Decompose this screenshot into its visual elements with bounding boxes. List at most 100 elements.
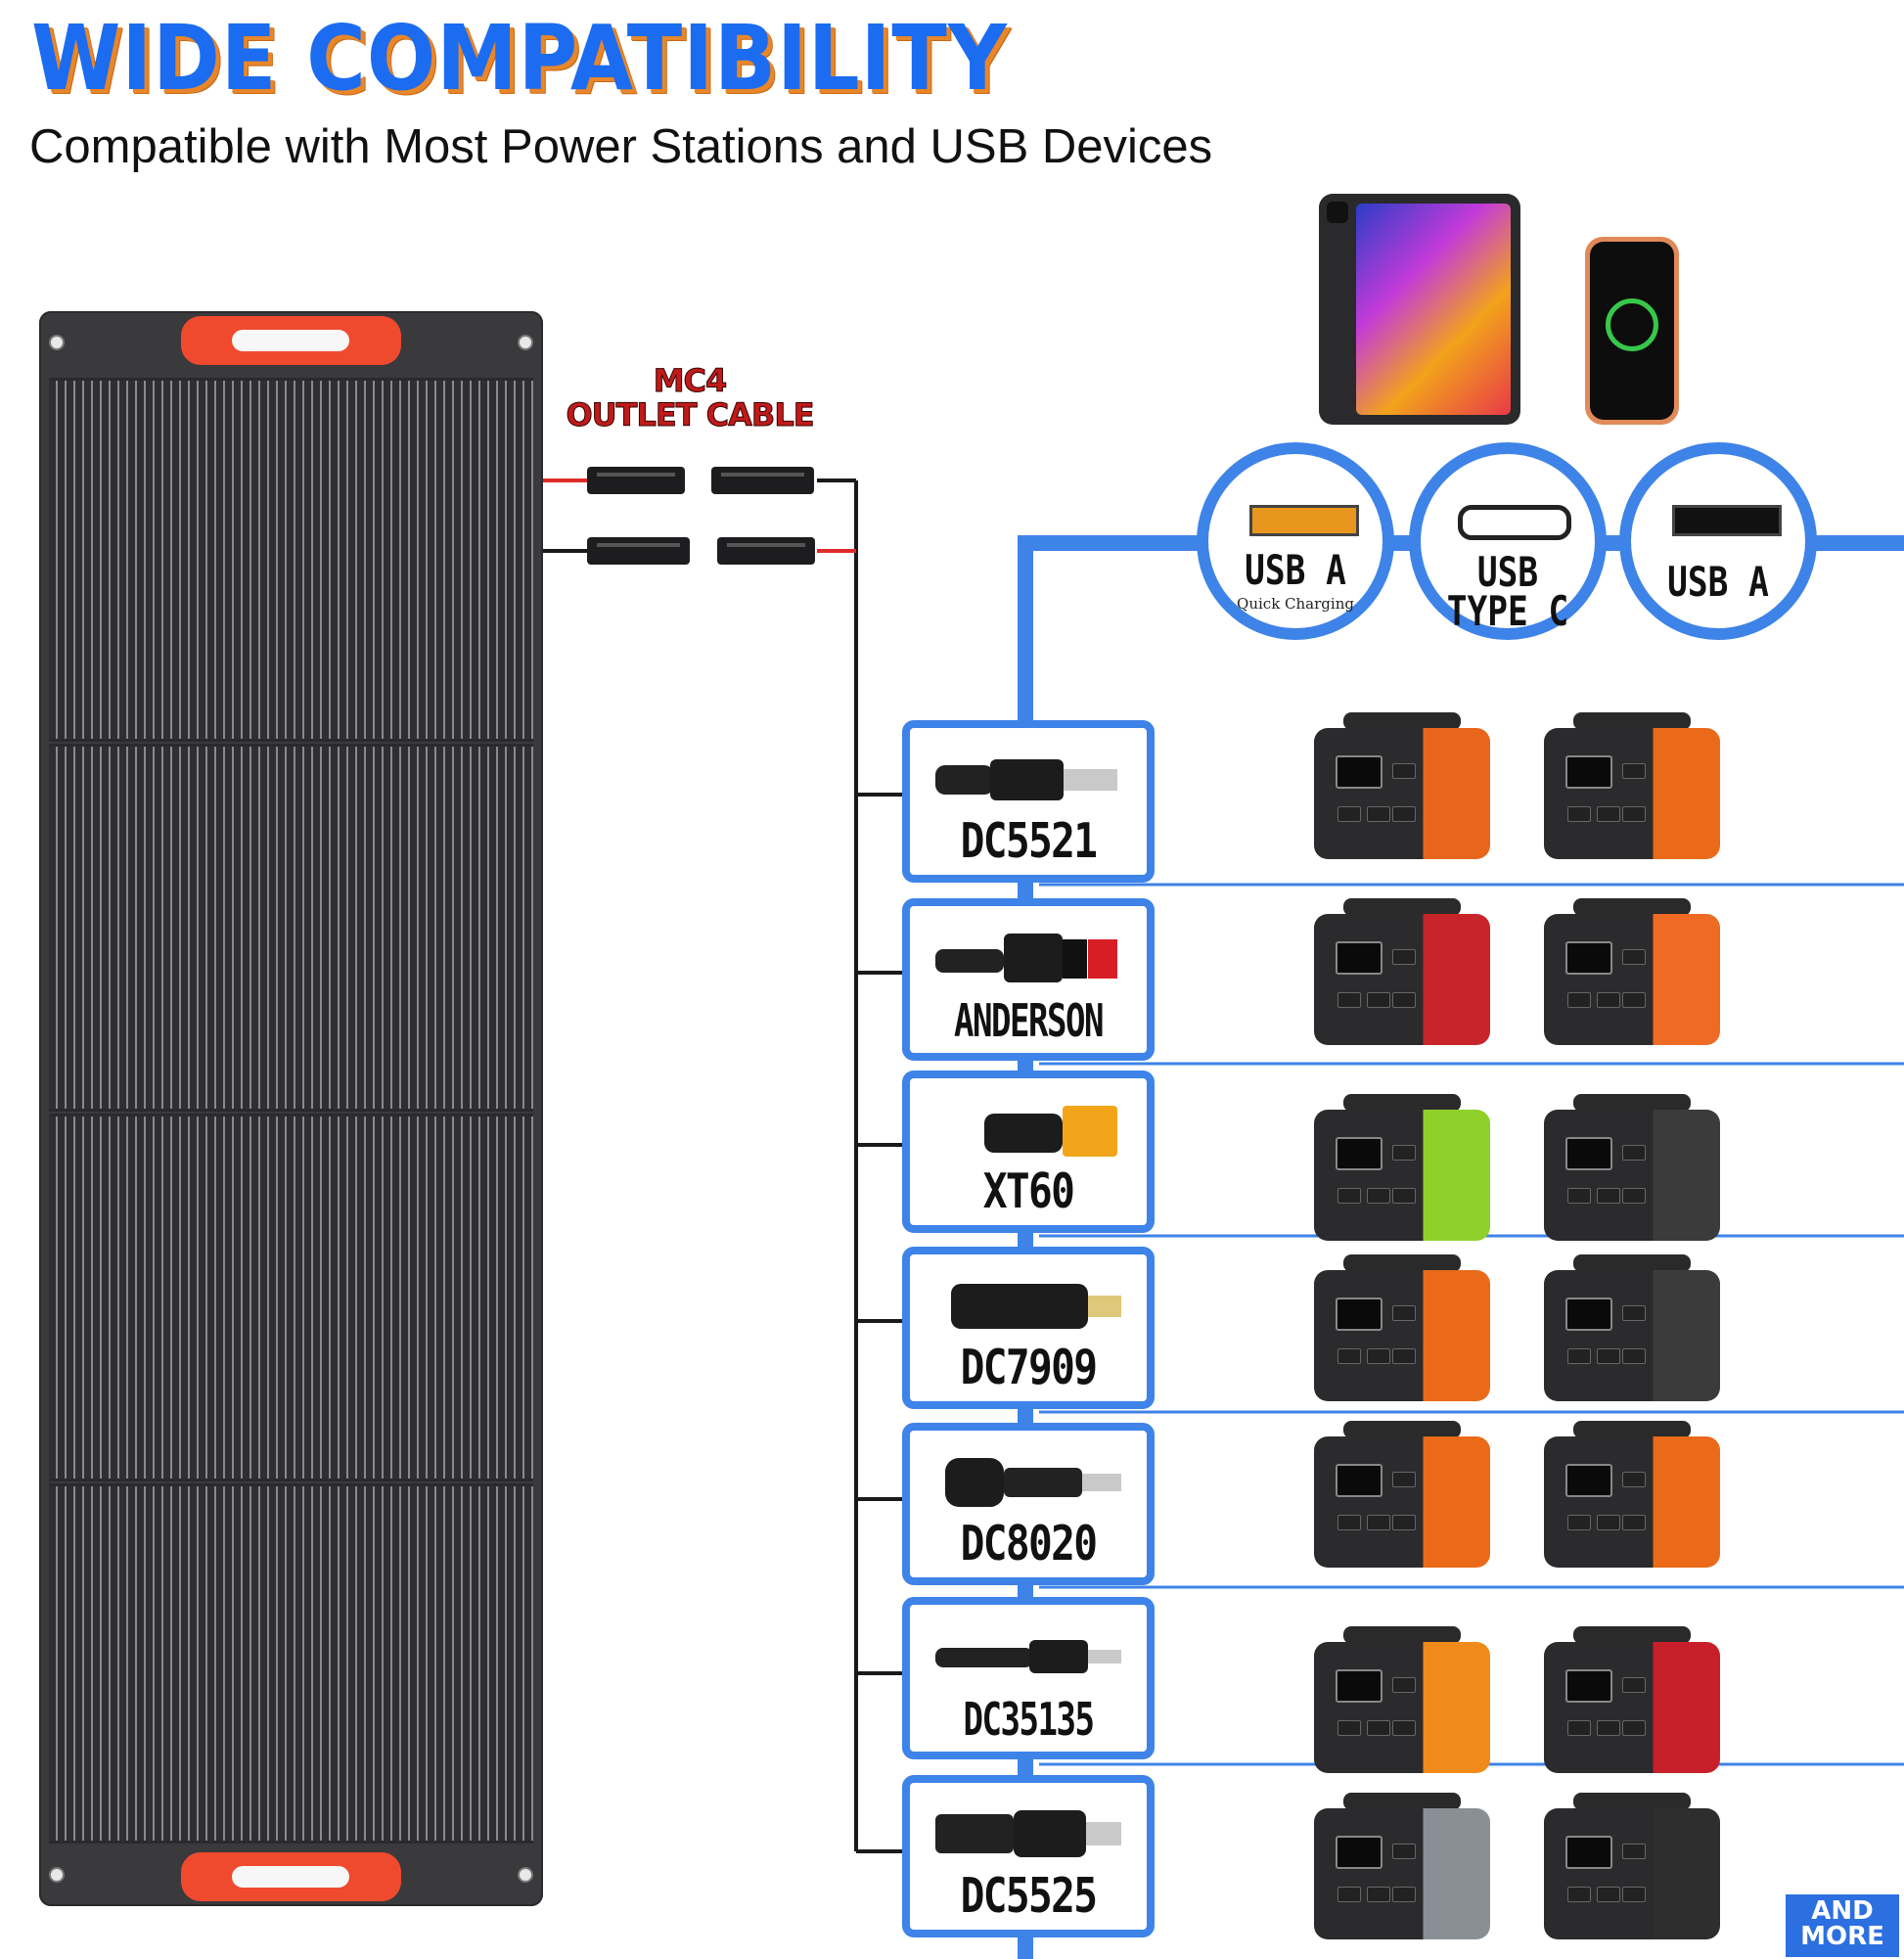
station-port-icon — [1622, 1515, 1646, 1530]
page-title: WIDE COMPATIBILITY — [31, 6, 1008, 111]
connector-label: DC35135 — [963, 1693, 1095, 1746]
station-port-icon — [1622, 949, 1646, 965]
mc4-plug-icon — [587, 537, 690, 565]
panel-handle-top — [181, 316, 401, 365]
station-handle — [1573, 1254, 1691, 1272]
station-port-icon — [1337, 1515, 1361, 1530]
station-handle — [1343, 1793, 1461, 1810]
quick-charging-label: Quick Charging — [1237, 595, 1354, 613]
station-screen — [1336, 941, 1383, 975]
panel-section-2 — [49, 744, 533, 1112]
station-port-icon — [1392, 1472, 1416, 1487]
usb-type-c-circle: USB TYPE C — [1409, 442, 1607, 640]
station-port-icon — [1622, 1677, 1646, 1693]
station-screen — [1565, 1298, 1612, 1331]
dc35135-plug-icon — [935, 1640, 1121, 1673]
and-more-line2: MORE — [1800, 1922, 1884, 1951]
station-port-icon — [1622, 1305, 1646, 1321]
connector-label: ANDERSON — [953, 994, 1105, 1047]
station-port-icon — [1622, 763, 1646, 779]
panel-handle-bottom — [181, 1852, 401, 1901]
power-station-6-right — [1544, 1626, 1720, 1773]
panel-section-3 — [49, 1114, 533, 1481]
station-body — [1544, 914, 1720, 1045]
usb-a-quick-charging-circle: USB A Quick Charging — [1197, 442, 1394, 640]
mc4-label: MC4 OUTLET CABLE — [563, 362, 817, 432]
station-screen — [1336, 1298, 1383, 1331]
usb-c-port-icon — [1458, 505, 1571, 540]
and-more-line1: AND — [1811, 1896, 1874, 1926]
power-station-3-left — [1314, 1094, 1490, 1241]
grommet-icon — [518, 335, 533, 350]
connector-dc7909: DC7909 — [902, 1247, 1155, 1409]
power-station-7-right — [1544, 1793, 1720, 1939]
station-port-icon — [1367, 1720, 1390, 1736]
station-port-icon — [1337, 1887, 1361, 1902]
panel-section-4 — [49, 1483, 533, 1844]
station-port-icon — [1392, 1677, 1416, 1693]
phone-icon — [1585, 237, 1679, 425]
power-station-4-right — [1544, 1254, 1720, 1401]
station-port-icon — [1622, 806, 1646, 822]
connector-label: DC5521 — [960, 813, 1098, 869]
station-handle — [1573, 898, 1691, 916]
mc4-socket-icon — [717, 537, 815, 565]
power-station-7-left — [1314, 1793, 1490, 1939]
connector-dc5521: DC5521 — [902, 720, 1155, 883]
connector-dc5525: DC5525 — [902, 1775, 1155, 1937]
power-station-2-left — [1314, 898, 1490, 1045]
usb-a-label: USB A — [1245, 546, 1346, 594]
station-handle — [1343, 1254, 1461, 1272]
station-body — [1544, 1436, 1720, 1568]
station-port-icon — [1367, 992, 1390, 1008]
station-handle — [1343, 898, 1461, 916]
station-port-icon — [1337, 1720, 1361, 1736]
station-port-icon — [1367, 1515, 1390, 1530]
station-port-icon — [1622, 1188, 1646, 1204]
power-station-3-right — [1544, 1094, 1720, 1241]
station-handle — [1343, 1094, 1461, 1112]
station-body — [1314, 1808, 1490, 1939]
grommet-icon — [49, 1867, 65, 1883]
dc8020-plug-icon — [945, 1458, 1121, 1507]
station-port-icon — [1367, 1188, 1390, 1204]
type-c-label: TYPE C — [1446, 587, 1569, 635]
tablet-icon — [1319, 194, 1520, 425]
mc4-wires — [543, 478, 856, 553]
usb-a-label: USB A — [1667, 558, 1769, 606]
connector-label: DC8020 — [960, 1516, 1098, 1572]
station-body — [1544, 1270, 1720, 1401]
station-port-icon — [1337, 1348, 1361, 1364]
station-port-icon — [1392, 1348, 1416, 1364]
station-screen — [1565, 1669, 1612, 1703]
station-port-icon — [1567, 992, 1591, 1008]
usb-a-circle: USB A — [1619, 442, 1817, 640]
station-body — [1544, 1110, 1720, 1241]
station-body — [1314, 914, 1490, 1045]
station-port-icon — [1622, 1844, 1646, 1859]
station-port-icon — [1567, 1515, 1591, 1530]
power-station-5-right — [1544, 1421, 1720, 1568]
connector-xt60: XT60 — [902, 1071, 1155, 1233]
station-port-icon — [1567, 1348, 1591, 1364]
station-handle — [1343, 1421, 1461, 1438]
station-handle — [1343, 1626, 1461, 1644]
station-port-icon — [1597, 1720, 1620, 1736]
usb-a-port-icon — [1672, 505, 1782, 536]
station-handle — [1343, 712, 1461, 730]
station-port-icon — [1622, 1145, 1646, 1161]
station-port-icon — [1597, 1348, 1620, 1364]
mc4-label-line1: MC4 — [653, 362, 728, 399]
page-subtitle: Compatible with Most Power Stations and … — [29, 120, 1213, 173]
station-port-icon — [1392, 1515, 1416, 1530]
anderson-plug-icon — [935, 934, 1117, 982]
dc5525-plug-icon — [935, 1810, 1121, 1857]
connector-dc8020: DC8020 — [902, 1423, 1155, 1585]
station-port-icon — [1392, 1844, 1416, 1859]
power-station-1-left — [1314, 712, 1490, 859]
station-port-icon — [1337, 1188, 1361, 1204]
station-screen — [1565, 755, 1612, 789]
station-body — [1544, 1808, 1720, 1939]
station-handle — [1573, 712, 1691, 730]
station-port-icon — [1367, 806, 1390, 822]
